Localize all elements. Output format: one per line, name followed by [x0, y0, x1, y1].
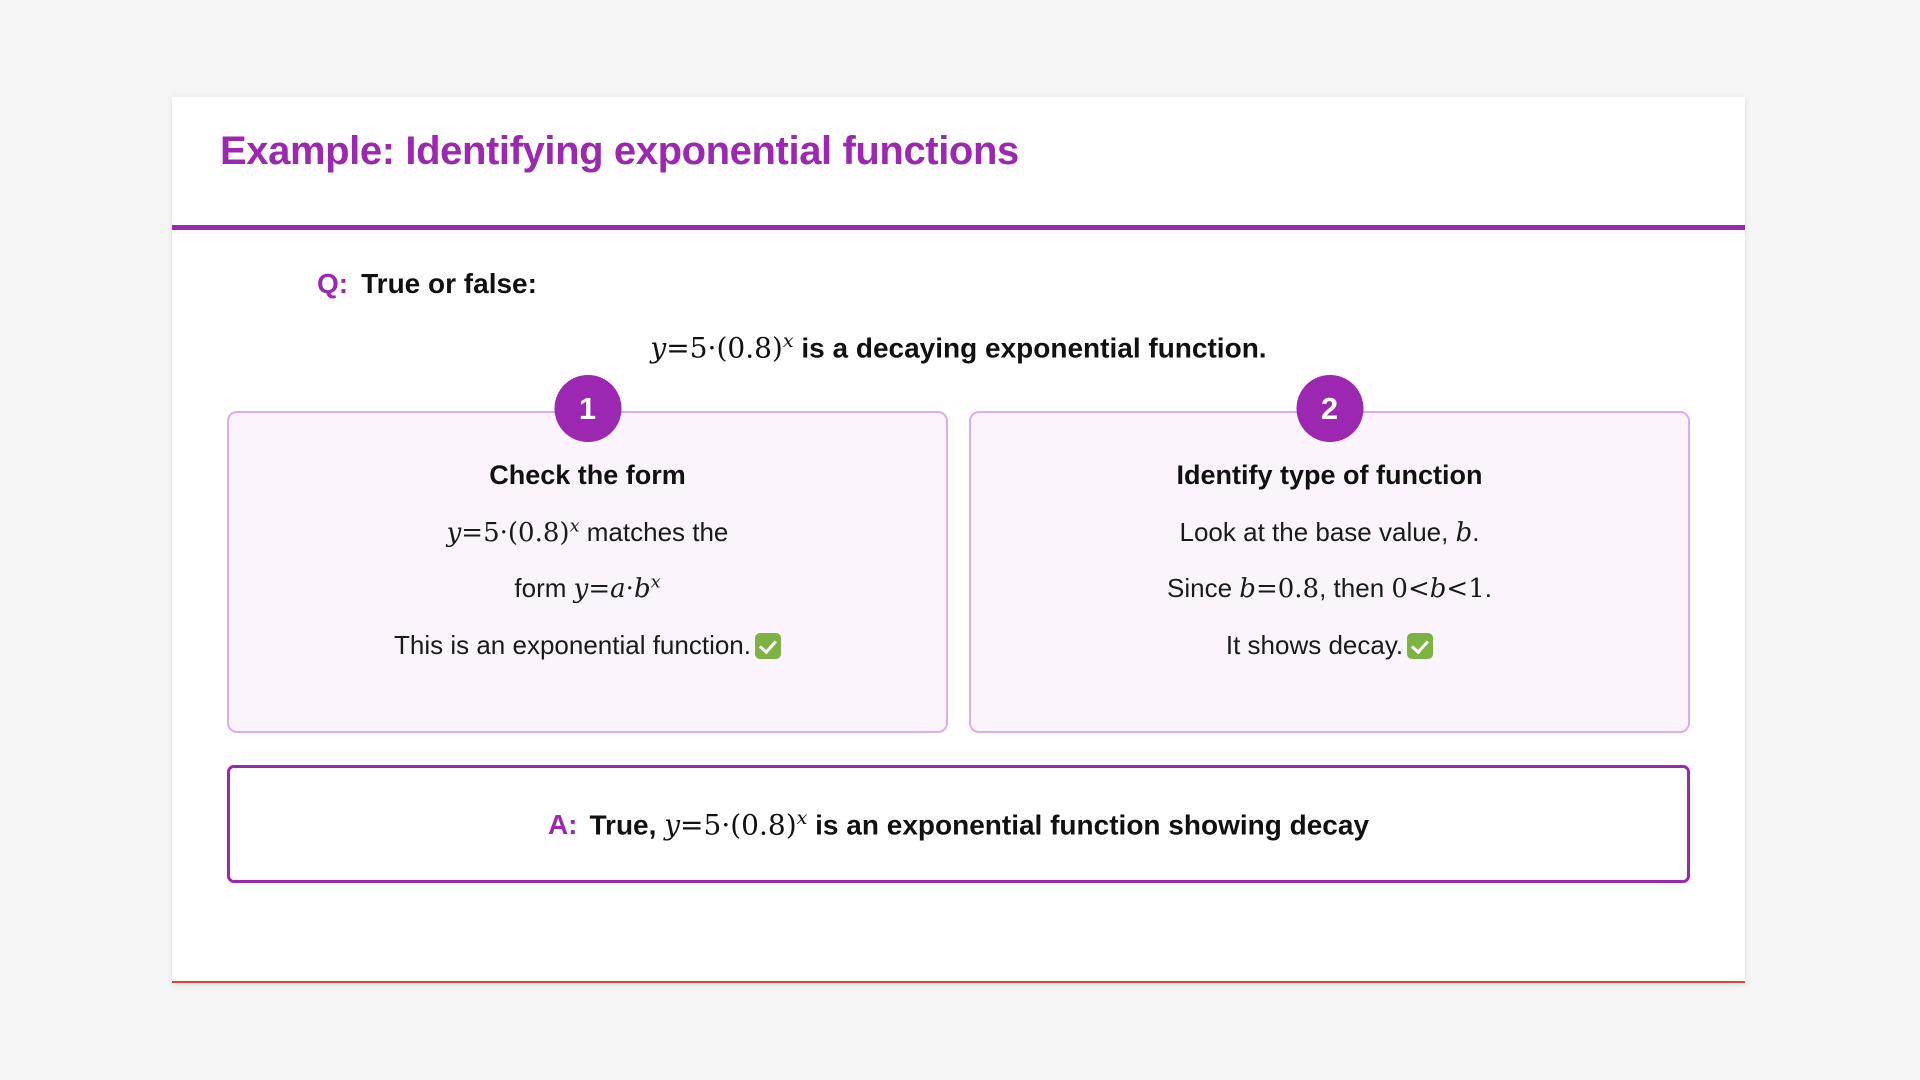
eq-equals: = — [666, 331, 690, 365]
ans-paren-close: ) — [785, 808, 797, 842]
check-mark-icon — [1407, 633, 1434, 660]
answer-content: True, y=5·(0.8)x is an exponential funct… — [590, 807, 1370, 841]
question-equation-row: y=5·(0.8)x is a decaying exponential fun… — [172, 298, 1745, 364]
ans-base: 0.8 — [741, 808, 786, 842]
step-2-line-3: It shows decay. — [997, 627, 1662, 665]
s2-less-than-1: < — [1407, 574, 1430, 605]
s2-ineq-right: 1 — [1468, 574, 1485, 605]
eq-dot: · — [707, 331, 717, 365]
steps-container: 1 Check the form y=5·(0.8)x matches the … — [172, 364, 1745, 734]
eq-var-y: y — [650, 331, 667, 365]
eq-coefficient: 5 — [689, 331, 708, 365]
s2-ineq-left: 0 — [1391, 574, 1408, 605]
s1-line1-suffix: matches the — [586, 516, 729, 547]
s1-conclusion: This is an exponential function. — [394, 630, 751, 661]
s1-form-dot: · — [625, 574, 634, 605]
answer-suffix: is an exponential function showing decay — [815, 809, 1370, 841]
question-label: Q: — [317, 268, 349, 299]
slide-card: Example: Identifying exponential functio… — [172, 97, 1745, 983]
s1-form-exponent: x — [650, 572, 661, 593]
eq-base: 0.8 — [727, 331, 772, 365]
step-1-line-1: y=5·(0.8)x matches the — [255, 514, 920, 553]
s1-eq-base: 0.8 — [518, 517, 560, 548]
step-title-2: Identify type of function — [1176, 460, 1483, 491]
ans-coefficient: 5 — [703, 808, 722, 842]
step-2-line-1: Look at the base value, b. — [997, 514, 1662, 553]
s1-line2-prefix: form — [514, 573, 567, 604]
ans-equals: = — [680, 808, 704, 842]
answer-wrap: A: True, y=5·(0.8)x is an exponential fu… — [172, 733, 1745, 884]
step-card-2: 2 Identify type of function Look at the … — [969, 375, 1690, 734]
s1-form-var-a: a — [610, 574, 626, 605]
step-1-line-2: form y=a·bx — [255, 570, 920, 609]
slide-header: Example: Identifying exponential functio… — [172, 97, 1745, 225]
s2-ineq-var: b — [1429, 574, 1447, 605]
ans-dot: · — [721, 808, 731, 842]
step-badge-1: 1 — [554, 375, 621, 443]
answer-prefix: True, — [589, 809, 657, 841]
answer-box: A: True, y=5·(0.8)x is an exponential fu… — [227, 765, 1690, 884]
title-divider — [172, 225, 1745, 230]
eq-exponent: x — [782, 330, 794, 352]
step-badge-2: 2 — [1296, 375, 1363, 443]
ans-var-y: y — [664, 808, 681, 842]
s1-form-equals: = — [588, 574, 611, 605]
s2-base-value: 0.8 — [1277, 574, 1320, 605]
s2-line2-end: . — [1484, 573, 1492, 604]
step-2-line-2: Since b=0.8, then 0<b<1. — [997, 570, 1662, 609]
answer-inner: A: True, y=5·(0.8)x is an exponential fu… — [548, 807, 1369, 841]
s2-line1-prefix: Look at the base value, — [1179, 516, 1449, 547]
s1-eq-dot: · — [499, 517, 508, 548]
s2-equals: = — [1255, 574, 1278, 605]
s2-var-b: b — [1239, 574, 1256, 605]
s2-line1-suffix: . — [1472, 516, 1480, 547]
ans-paren-open: ( — [730, 808, 742, 842]
step-title-1: Check the form — [489, 460, 686, 491]
question-statement-tail: is a decaying exponential function. — [801, 332, 1267, 364]
s2-base-var: b — [1455, 517, 1473, 548]
s1-form-var-y: y — [573, 574, 589, 605]
s1-form-var-b: b — [633, 574, 651, 605]
question-row: Q: True or false: — [172, 230, 1745, 298]
step-1-line-3: This is an exponential function. — [255, 627, 920, 665]
question-text: True or false: — [361, 268, 537, 299]
step-card-1: 1 Check the form y=5·(0.8)x matches the … — [227, 375, 948, 734]
s1-eq-var-y: y — [446, 517, 462, 548]
s2-line2-mid: , then — [1319, 573, 1385, 604]
s2-line2-prefix: Since — [1167, 573, 1233, 604]
ans-exponent: x — [796, 807, 808, 830]
answer-label: A: — [547, 809, 578, 841]
s2-less-than-2: < — [1446, 574, 1469, 605]
s2-conclusion: It shows decay. — [1225, 630, 1404, 661]
s1-eq-coefficient: 5 — [483, 517, 500, 548]
eq-paren-close: ) — [771, 331, 783, 365]
s1-eq-paren-close: ) — [559, 517, 570, 548]
s1-eq-paren-open: ( — [507, 517, 519, 548]
eq-paren-open: ( — [716, 331, 728, 365]
s1-eq-equals: = — [461, 517, 484, 548]
page-title: Example: Identifying exponential functio… — [220, 129, 1019, 173]
check-mark-icon — [755, 633, 781, 660]
s1-eq-exponent: x — [569, 516, 580, 537]
